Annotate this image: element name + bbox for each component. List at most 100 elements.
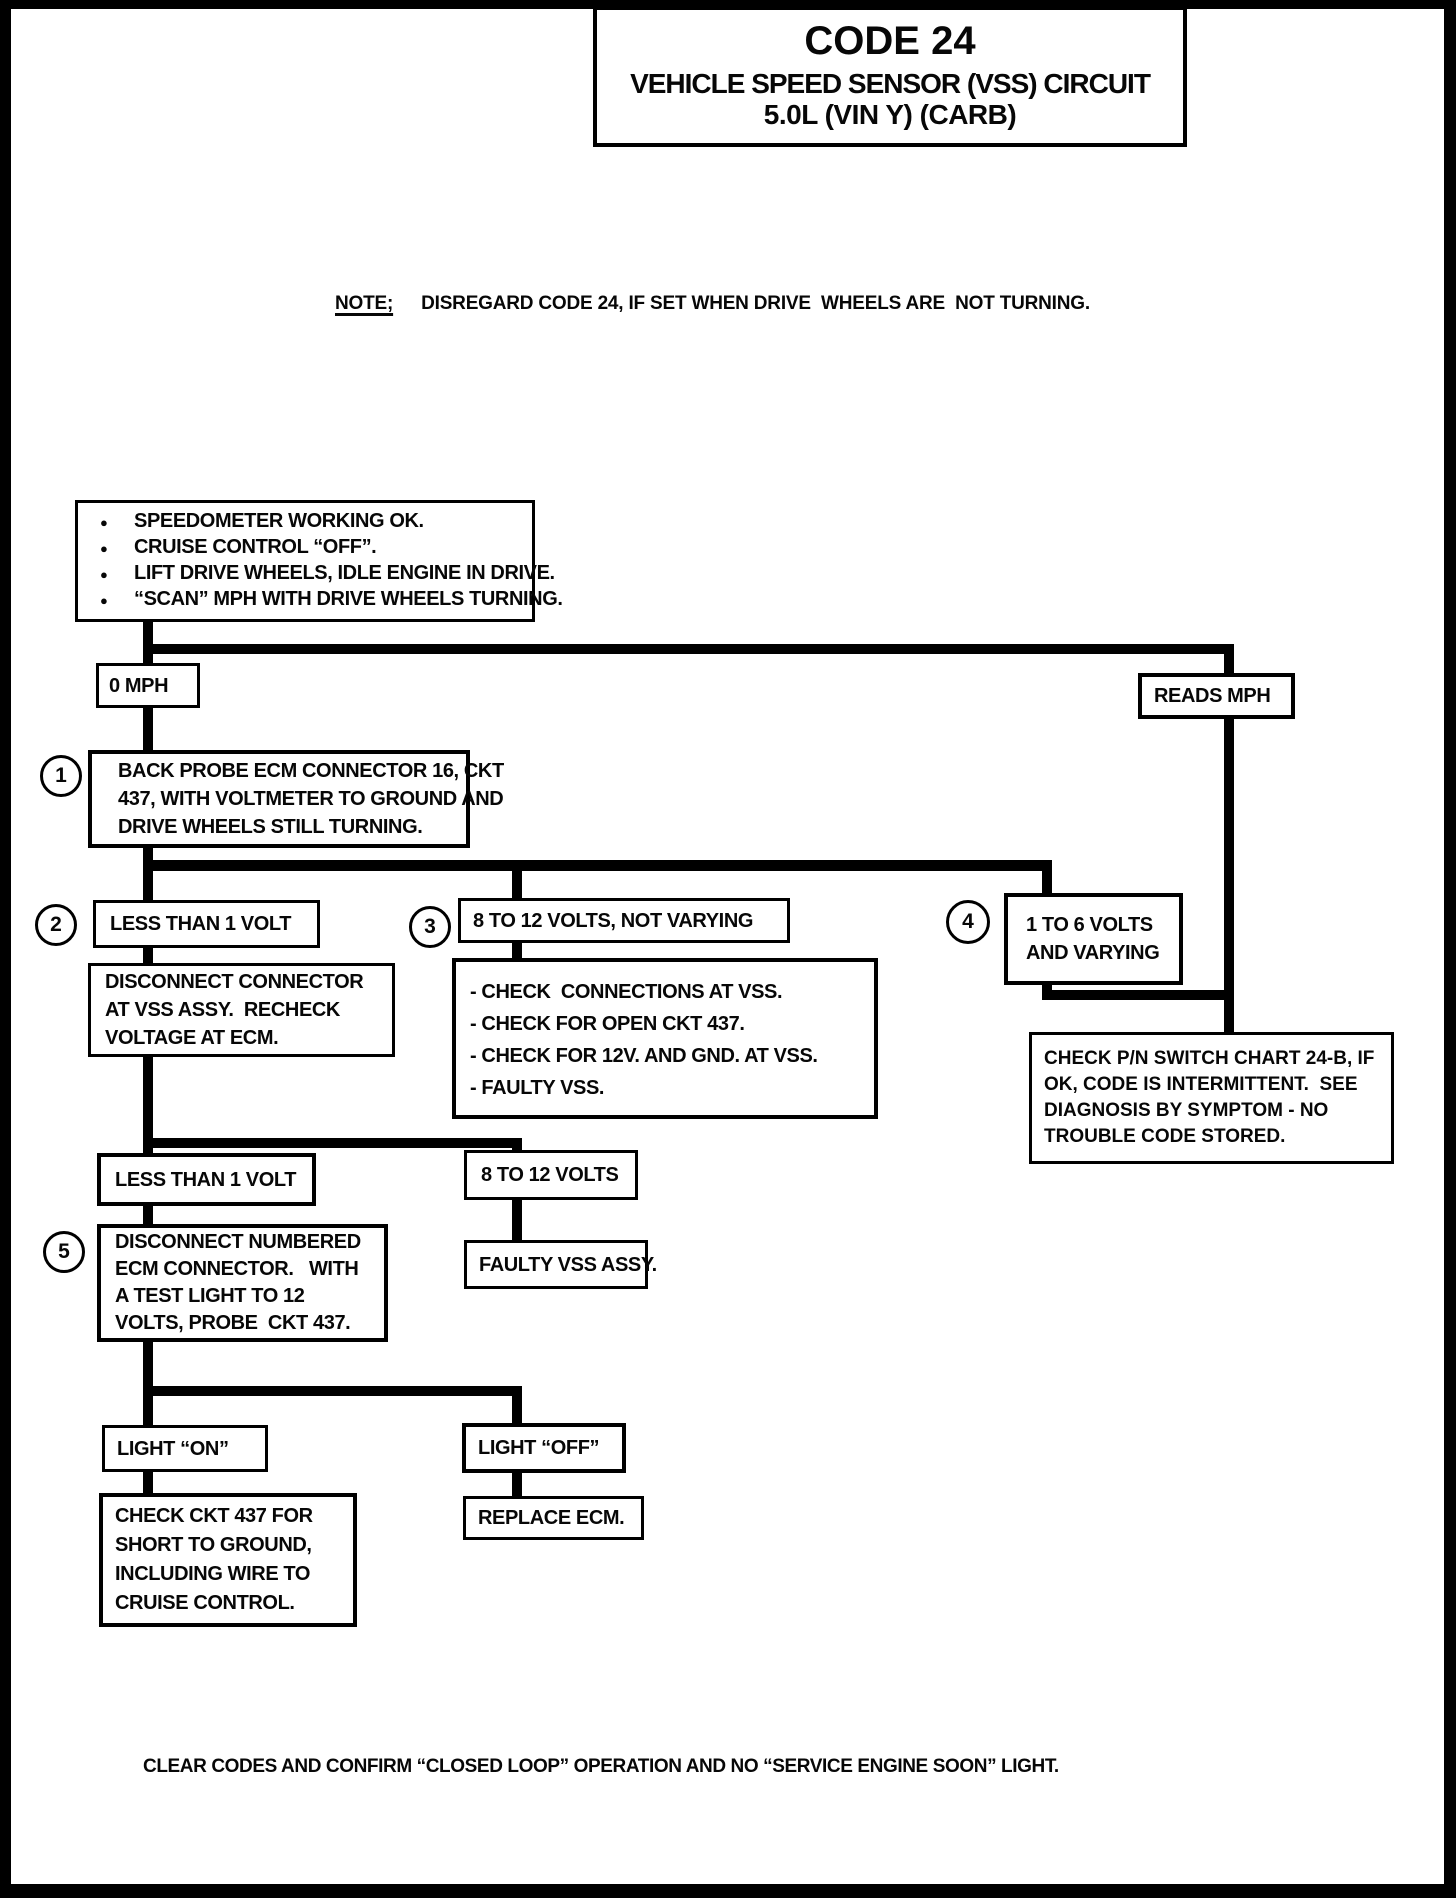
list-item: ● “SCAN” MPH WITH DRIVE WHEELS TURNING.: [100, 587, 563, 613]
node-replace-ecm: REPLACE ECM.: [463, 1496, 644, 1540]
node-faulty-vss-assy: FAULTY VSS ASSY.: [464, 1240, 657, 1289]
node-line: VOLTS, PROBE CKT 437.: [115, 1312, 351, 1334]
edge-step5-to-branch4: [143, 1340, 153, 1398]
page-subtitle: VEHICLE SPEED SENSOR (VSS) CIRCUIT: [630, 68, 1151, 99]
node-line: ECM CONNECTOR. WITH: [115, 1258, 359, 1280]
edge-reads-mph-to-checkpn: [1224, 717, 1234, 1034]
edge-0mph-to-step1: [143, 706, 153, 752]
edge-less2-to-step5: [143, 1204, 153, 1226]
edge-branch4-drop-right: [512, 1394, 522, 1424]
list-item: ● CRUISE CONTROL “OFF”.: [100, 535, 532, 561]
node-1-to-6-volts: 1 TO 6 VOLTS AND VARYING: [1004, 893, 1183, 985]
node-check-pn-switch: CHECK P/N SWITCH CHART 24-B, IF OK, CODE…: [1029, 1032, 1394, 1164]
step-circle-3: 3: [409, 906, 451, 948]
title-box: CODE 24 VEHICLE SPEED SENSOR (VSS) CIRCU…: [593, 6, 1187, 147]
node-less-than-1-volt-b: LESS THAN 1 VOLT: [97, 1153, 316, 1206]
node-label: FAULTY VSS ASSY.: [479, 1253, 657, 1276]
node-line: - CHECK FOR OPEN CKT 437.: [470, 1013, 745, 1035]
node-line: OK, CODE IS INTERMITTENT. SEE: [1044, 1074, 1358, 1095]
edge-prep-to-branch1: [143, 620, 153, 665]
node-line: - FAULTY VSS.: [470, 1077, 605, 1099]
list-item: ● LIFT DRIVE WHEELS, IDLE ENGINE IN DRIVE…: [100, 561, 555, 587]
node-line: TROUBLE CODE STORED.: [1044, 1126, 1286, 1147]
node-disconnect-vss: DISCONNECT CONNECTOR AT VSS ASSY. RECHEC…: [88, 963, 395, 1057]
step-number: 5: [58, 1240, 70, 1263]
node-line: INCLUDING WIRE TO: [115, 1563, 311, 1585]
edge-branch1-horizontal: [143, 644, 1234, 654]
node-check-ckt-437: CHECK CKT 437 FOR SHORT TO GROUND, INCLU…: [99, 1493, 357, 1627]
node-line: DRIVE WHEELS STILL TURNING.: [118, 816, 423, 838]
list-item: ● SPEEDOMETER WORKING OK.: [100, 509, 532, 535]
edge-branch3-drop-left: [143, 1146, 153, 1157]
footer-instruction: CLEAR CODES AND CONFIRM “CLOSED LOOP” OP…: [143, 1756, 1059, 1777]
edge-branch4-horizontal: [143, 1386, 522, 1396]
step-circle-1: 1: [40, 755, 82, 797]
prep-item-text: “SCAN” MPH WITH DRIVE WHEELS TURNING.: [134, 588, 563, 610]
node-back-probe: BACK PROBE ECM CONNECTOR 16, CKT 437, WI…: [88, 750, 504, 848]
node-light-off: LIGHT “OFF”: [462, 1423, 626, 1473]
node-8-to-12-not-varying: 8 TO 12 VOLTS, NOT VARYING: [458, 898, 790, 943]
node-label: LESS THAN 1 VOLT: [110, 913, 292, 935]
node-line: DIAGNOSIS BY SYMPTOM - NO: [1044, 1100, 1329, 1121]
prep-item-text: LIFT DRIVE WHEELS, IDLE ENGINE IN DRIVE.: [134, 562, 555, 584]
node-reads-mph: READS MPH: [1138, 673, 1295, 719]
bullet-icon: ●: [100, 515, 108, 530]
prep-checklist-box: ● SPEEDOMETER WORKING OK. ● CRUISE CONTROL…: [75, 500, 563, 622]
edge-step1-to-branch2: [143, 846, 153, 870]
note-line: NOTE; DISREGARD CODE 24, IF SET WHEN DRIV…: [335, 293, 1090, 315]
node-line: A TEST LIGHT TO 12: [115, 1285, 305, 1307]
node-label: 8 TO 12 VOLTS, NOT VARYING: [473, 909, 754, 932]
node-light-on: LIGHT “ON”: [102, 1425, 268, 1472]
node-0-mph: 0 MPH: [96, 663, 200, 708]
node-line: VOLTAGE AT ECM.: [105, 1027, 279, 1049]
node-label: LESS THAN 1 VOLT: [115, 1168, 297, 1191]
node-line: CHECK P/N SWITCH CHART 24-B, IF: [1044, 1048, 1375, 1069]
node-line: AT VSS ASSY. RECHECK: [105, 999, 340, 1021]
node-line: AND VARYING: [1026, 942, 1160, 964]
edge-branch2-drop-right: [1042, 869, 1052, 895]
node-line: SHORT TO GROUND,: [115, 1534, 312, 1556]
edge-disconnect-to-branch3: [143, 1055, 153, 1148]
node-line: DISCONNECT CONNECTOR: [105, 971, 364, 993]
edge-8to12-to-faulty: [512, 1198, 522, 1242]
edge-branch3-horizontal: [143, 1138, 522, 1148]
node-disconnect-ecm: DISCONNECT NUMBERED ECM CONNECTOR. WITH …: [97, 1224, 388, 1342]
edge-lighton-to-checkckt: [143, 1470, 153, 1494]
edge-branch1-to-reads-mph: [1224, 652, 1234, 675]
node-label: 8 TO 12 VOLTS: [481, 1164, 619, 1186]
page-title: CODE 24: [804, 19, 976, 63]
edge-branch2-drop-left: [143, 869, 153, 902]
node-label: READS MPH: [1154, 685, 1271, 707]
node-vss-checklist: - CHECK CONNECTIONS AT VSS. - CHECK FOR …: [452, 958, 878, 1119]
node-label: LIGHT “OFF”: [478, 1437, 600, 1459]
prep-item-text: SPEEDOMETER WORKING OK.: [134, 510, 424, 532]
prep-item-text: CRUISE CONTROL “OFF”.: [134, 536, 377, 558]
edge-branch4-drop-left: [143, 1394, 153, 1426]
edge-lightoff-to-replace: [512, 1471, 522, 1497]
note-label: NOTE;: [335, 293, 394, 314]
node-line: CRUISE CONTROL.: [115, 1592, 295, 1614]
step-number: 1: [55, 764, 67, 787]
edge-8to12nv-to-checklist: [512, 941, 522, 960]
node-line: DISCONNECT NUMBERED: [115, 1231, 361, 1253]
node-label: 0 MPH: [109, 674, 169, 697]
node-line: CHECK CKT 437 FOR: [115, 1505, 313, 1527]
edge-less1-to-disconnect: [143, 946, 153, 965]
node-less-than-1-volt-a: LESS THAN 1 VOLT: [93, 900, 320, 948]
edge-branch2-horizontal: [143, 860, 1052, 871]
note-text: DISREGARD CODE 24, IF SET WHEN DRIVE WHE…: [421, 293, 1090, 314]
node-line: 437, WITH VOLTMETER TO GROUND AND: [118, 788, 504, 810]
step-circle-2: 2: [35, 904, 77, 946]
edge-branch3-drop-right: [512, 1146, 522, 1153]
page-engine-spec: 5.0L (VIN Y) (CARB): [763, 99, 1017, 130]
step-number: 4: [962, 910, 974, 933]
node-line: - CHECK CONNECTIONS AT VSS.: [470, 981, 783, 1003]
bullet-icon: ●: [100, 541, 108, 556]
bullet-icon: ●: [100, 593, 108, 608]
node-line: 1 TO 6 VOLTS: [1026, 914, 1153, 936]
node-label: REPLACE ECM.: [478, 1507, 625, 1529]
node-label: LIGHT “ON”: [117, 1437, 229, 1460]
bullet-icon: ●: [100, 567, 108, 582]
